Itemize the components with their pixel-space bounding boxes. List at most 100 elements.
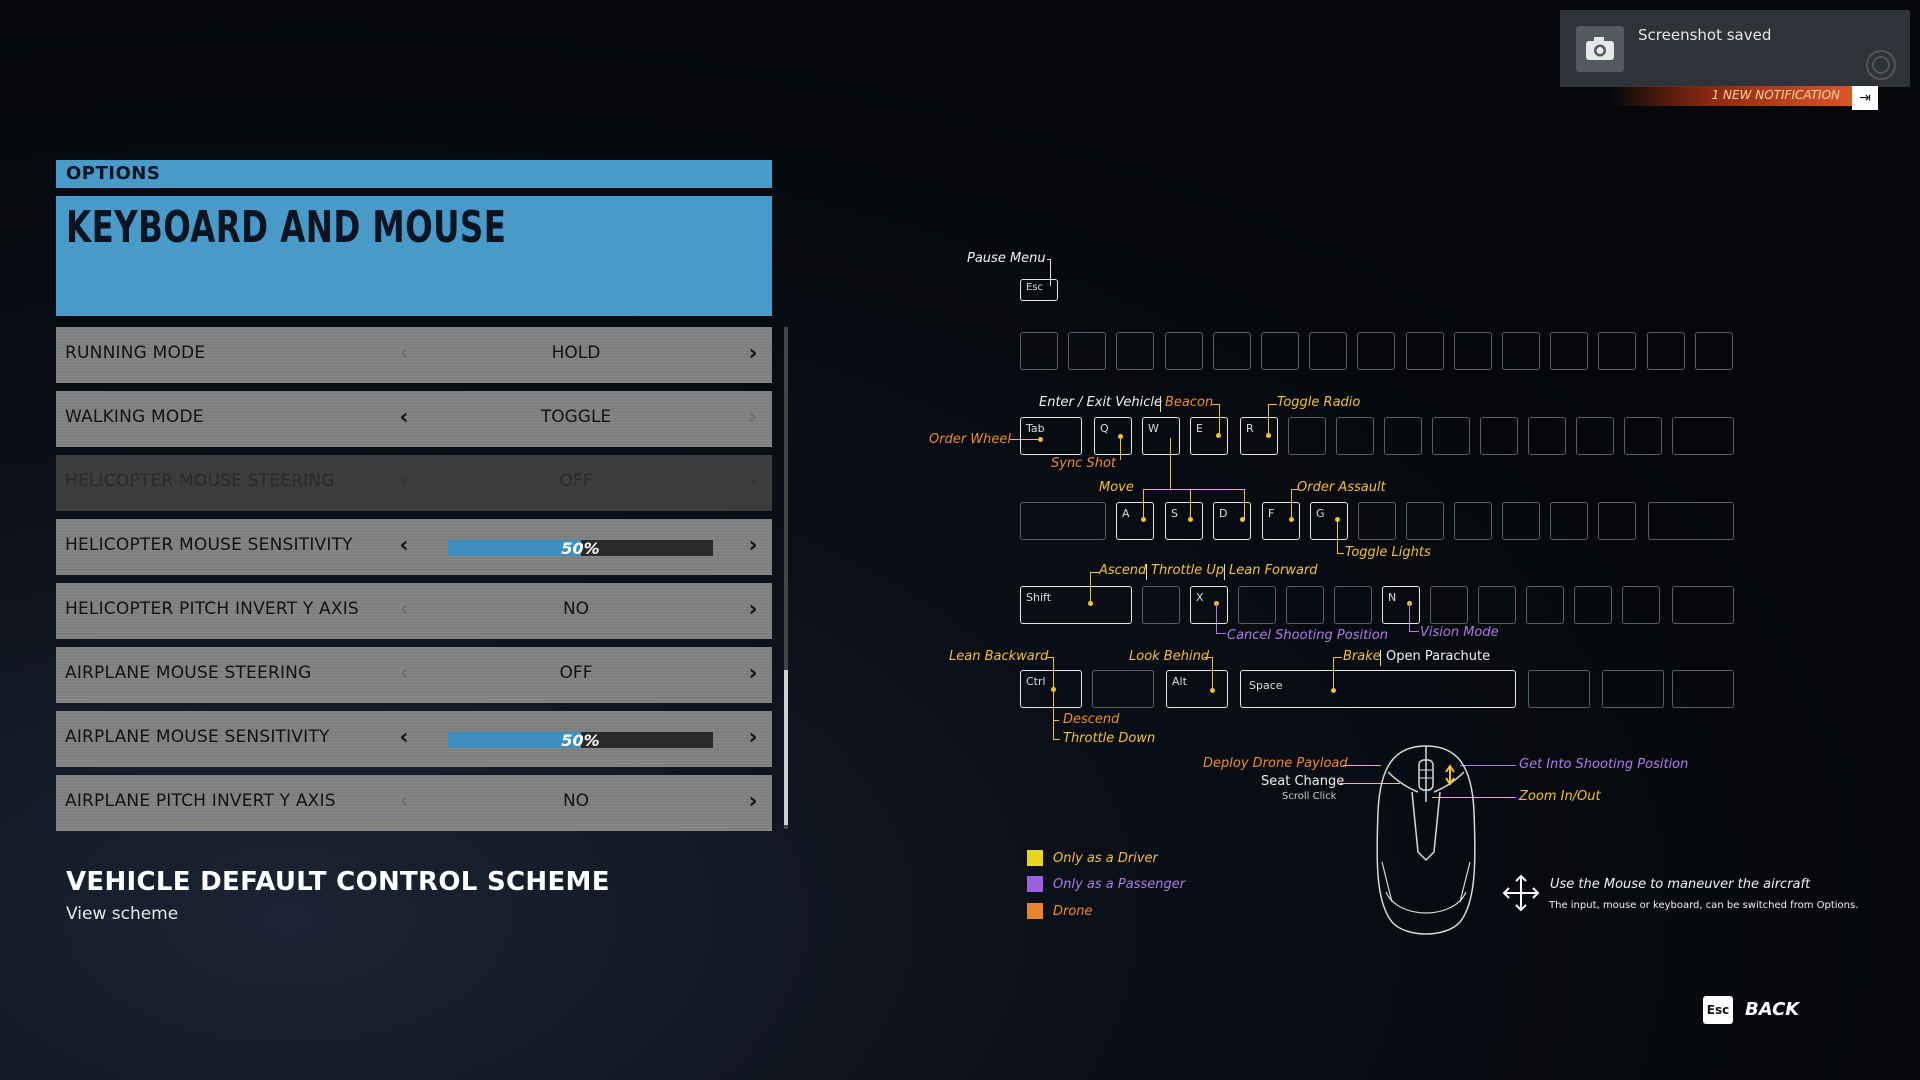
chevron-left-icon[interactable]: ‹ <box>399 405 409 430</box>
chevron-left-icon[interactable]: ‹ <box>399 789 409 814</box>
sensitivity-slider[interactable]: 50% <box>448 731 713 750</box>
key-blank <box>1212 332 1251 370</box>
setting-airplane-mouse-sensitivity[interactable]: AIRPLANE MOUSE SENSITIVITY ‹ 50% › <box>56 711 772 767</box>
chevron-left-icon[interactable]: ‹ <box>399 533 409 558</box>
chevron-left-icon[interactable]: ‹ <box>399 661 409 686</box>
connector-dot <box>1331 688 1336 693</box>
key-d: D <box>1213 502 1251 540</box>
key-blank <box>1430 586 1468 624</box>
notification-toast[interactable]: Screenshot saved <box>1560 10 1910 87</box>
connector-line <box>1120 436 1122 460</box>
chevron-right-icon[interactable]: › <box>748 533 758 558</box>
connector-line <box>1337 519 1344 554</box>
back-label: BACK <box>1745 999 1800 1020</box>
connector-line <box>1047 657 1054 688</box>
key-w: W <box>1142 417 1180 455</box>
key-blank <box>1454 502 1492 540</box>
collapse-notifications-icon[interactable]: ⇥ <box>1852 86 1878 110</box>
key-blank <box>1164 332 1203 370</box>
label-ascend: Ascend <box>1099 563 1147 578</box>
key-blank <box>1288 417 1326 455</box>
key-blank <box>1646 332 1685 370</box>
key-label: R <box>1246 422 1254 435</box>
key-blank <box>1478 586 1516 624</box>
options-scrollbar[interactable] <box>784 327 788 829</box>
connector-dot <box>1289 517 1294 522</box>
label-order-wheel: Order Wheel <box>929 432 1012 447</box>
key-blank <box>1550 332 1589 370</box>
label-lean-forward: Lean Forward <box>1229 563 1318 578</box>
description-title: VEHICLE DEFAULT CONTROL SCHEME <box>66 867 610 897</box>
chevron-right-icon[interactable]: › <box>748 789 758 814</box>
key-enter <box>1648 502 1734 540</box>
connector-dot <box>1188 517 1193 522</box>
key-label: Tab <box>1026 422 1045 435</box>
separator <box>1146 564 1147 580</box>
new-notification-banner[interactable]: 1 NEW NOTIFICATION <box>1610 86 1860 106</box>
key-q: Q <box>1094 417 1132 455</box>
mouse-hint-subtext: The input, mouse or keyboard, can be swi… <box>1549 900 1859 911</box>
key-ctrl: Ctrl <box>1020 670 1082 708</box>
chevron-right-icon[interactable]: › <box>748 341 758 366</box>
connector-line <box>1090 572 1099 603</box>
setting-helicopter-pitch-invert[interactable]: HELICOPTER PITCH INVERT Y AXIS ‹ NO › <box>56 583 772 639</box>
key-backslash <box>1672 417 1734 455</box>
key-a: A <box>1116 502 1154 540</box>
connector-line <box>1190 489 1191 519</box>
chevron-right-icon[interactable]: › <box>748 405 758 430</box>
label-enter-exit-vehicle: Enter / Exit Vehicle <box>1039 395 1163 410</box>
chevron-left-icon[interactable]: ‹ <box>399 725 409 750</box>
setting-value: HOLD <box>551 343 601 363</box>
connector-line <box>1268 404 1277 435</box>
setting-value: NO <box>562 791 590 811</box>
connector-line <box>1170 438 1171 490</box>
connector-bracket <box>1143 489 1245 520</box>
setting-value: NO <box>562 599 590 619</box>
setting-helicopter-mouse-sensitivity[interactable]: HELICOPTER MOUSE SENSITIVITY ‹ 50% › <box>56 519 772 575</box>
page-title: KEYBOARD AND MOUSE <box>66 202 507 253</box>
setting-airplane-pitch-invert[interactable]: AIRPLANE PITCH INVERT Y AXIS ‹ NO › <box>56 775 772 831</box>
setting-label: WALKING MODE <box>65 407 204 427</box>
chevron-right-icon[interactable]: › <box>748 661 758 686</box>
key-label: A <box>1122 507 1130 520</box>
connector-line <box>1291 489 1298 520</box>
key-blank <box>1116 332 1155 370</box>
key-blank <box>1576 417 1614 455</box>
key-blank <box>1358 502 1396 540</box>
key-right-ctrl <box>1672 670 1734 708</box>
key-blank <box>1020 332 1058 370</box>
key-s: S <box>1165 502 1203 540</box>
key-blank <box>1384 417 1422 455</box>
connector-line <box>1204 657 1213 688</box>
options-header: OPTIONS <box>56 160 772 188</box>
key-blank <box>1357 332 1396 370</box>
slider-fill <box>448 732 581 748</box>
connector-line <box>1010 439 1042 440</box>
key-blank <box>1238 586 1276 624</box>
setting-label: HELICOPTER PITCH INVERT Y AXIS <box>65 599 359 619</box>
sensitivity-slider[interactable]: 50% <box>448 539 713 558</box>
legend-label: Only as a Passenger <box>1053 877 1186 892</box>
key-blank <box>1622 586 1660 624</box>
key-right-shift <box>1672 586 1734 624</box>
label-open-parachute: Open Parachute <box>1386 649 1491 664</box>
chevron-right-icon[interactable]: › <box>748 597 758 622</box>
scrollbar-thumb[interactable] <box>784 670 788 825</box>
chevron-right-icon[interactable]: › <box>748 725 758 750</box>
connector-line <box>1053 689 1060 740</box>
key-caps-lock <box>1020 502 1106 540</box>
connector-line <box>1343 765 1381 766</box>
key-shift: Shift <box>1020 586 1132 624</box>
key-n: N <box>1382 586 1420 624</box>
label-deploy-drone-payload: Deploy Drone Payload <box>1203 756 1348 771</box>
connector-line <box>1047 259 1051 286</box>
chevron-left-icon[interactable]: ‹ <box>399 341 409 366</box>
chevron-left-icon[interactable]: ‹ <box>399 597 409 622</box>
esc-key-icon: Esc <box>1703 996 1733 1024</box>
setting-airplane-mouse-steering[interactable]: AIRPLANE MOUSE STEERING ‹ OFF › <box>56 647 772 703</box>
setting-running-mode[interactable]: RUNNING MODE ‹ HOLD › <box>56 327 772 383</box>
key-blank <box>1694 332 1733 370</box>
connector-dot <box>1118 434 1123 439</box>
setting-walking-mode[interactable]: WALKING MODE ‹ TOGGLE › <box>56 391 772 447</box>
